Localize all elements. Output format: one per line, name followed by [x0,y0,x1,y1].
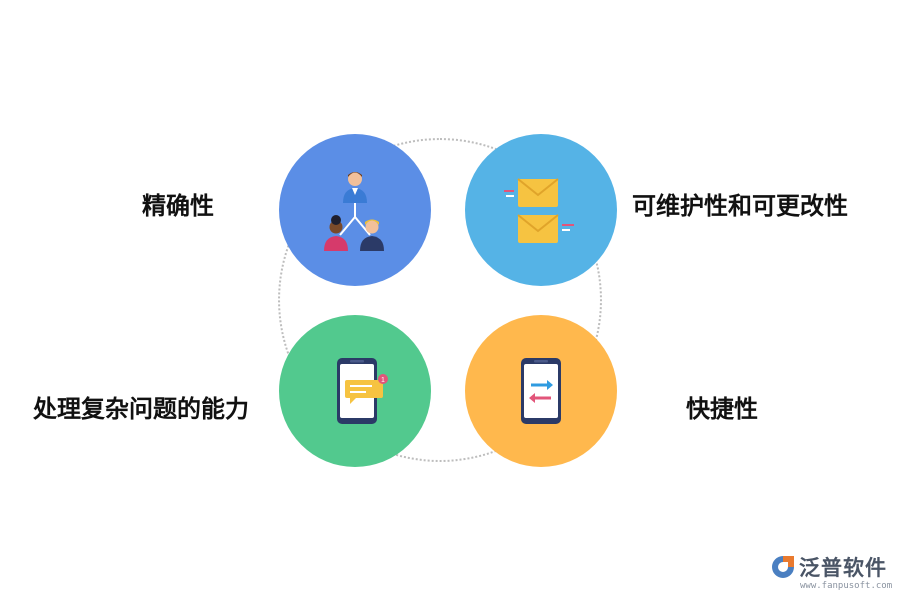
phone-transfer-icon [521,358,561,424]
maintainability-label: 可维护性和可更改性 [632,192,848,220]
org-chart-icon [324,172,384,251]
maintainability-circle [465,134,617,286]
complex-problem-label: 处理复杂问题的能力 [33,395,249,423]
brand-url: www.fanpusoft.com [800,581,893,591]
phone-message-icon: 1 [337,358,388,424]
svg-text:1: 1 [381,377,385,384]
complex-problem-circle: 1 [279,315,431,467]
quickness-label: 快捷性 [686,395,758,423]
brand-logo: 泛普软件 www.fanpusoft.com [770,552,895,596]
accuracy-label: 精确性 [142,192,214,220]
accuracy-circle [279,134,431,286]
dotted-ring [278,138,602,462]
brand-name: 泛普软件 [799,556,887,580]
envelopes-icon [504,178,574,243]
brand-mark-icon [772,556,794,578]
quickness-circle [465,315,617,467]
